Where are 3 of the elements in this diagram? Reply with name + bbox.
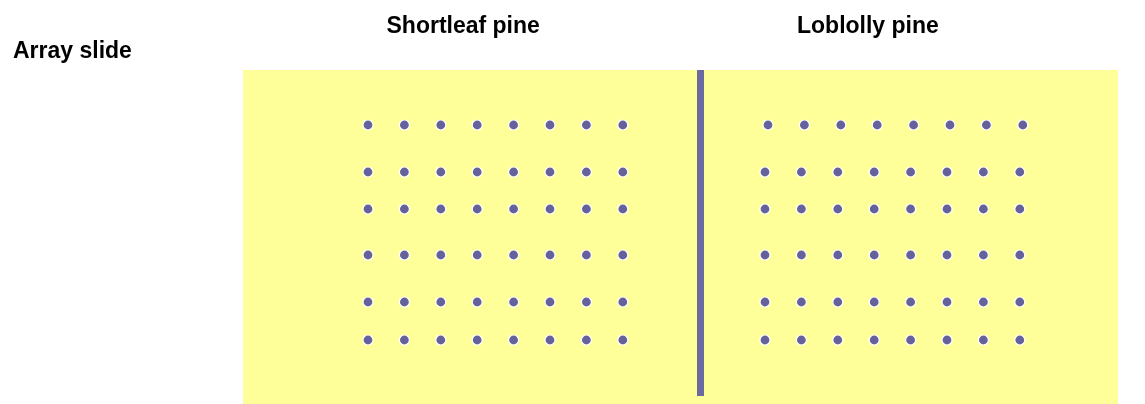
column-heading: Shortleaf pine [386, 14, 540, 37]
row-label: Array slide [13, 39, 132, 62]
column-heading: Loblolly pine [797, 14, 939, 37]
